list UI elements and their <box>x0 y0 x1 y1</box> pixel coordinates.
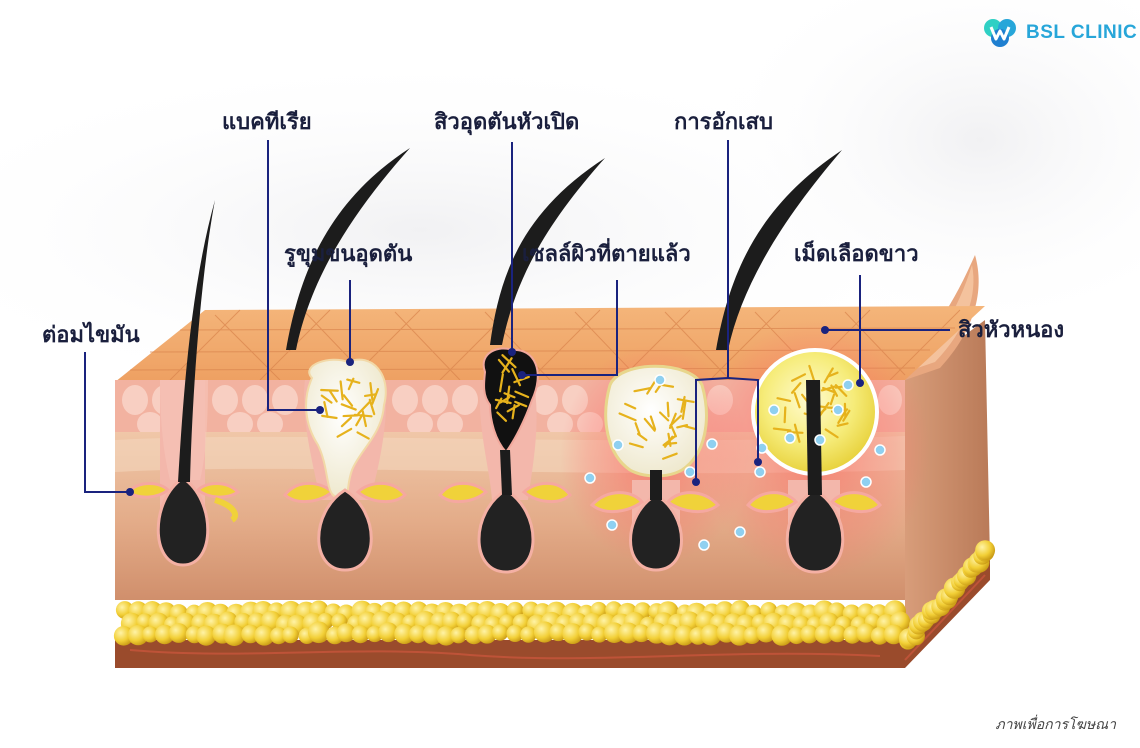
follicle-clogged-pore <box>282 148 410 572</box>
white-blood-cells <box>584 374 886 551</box>
leader-dots <box>126 326 864 496</box>
leader-inflammation-right <box>727 377 759 462</box>
bsl-clinic-logo-icon <box>984 19 1016 47</box>
follicle-normal <box>125 200 241 567</box>
leader-inflammation-left <box>695 140 729 482</box>
leader-bacteria <box>267 140 320 411</box>
hair-strand <box>178 200 215 482</box>
label-clogged-pore: รูขุมขนอุดตัน <box>284 242 413 267</box>
hair-strand <box>286 148 410 350</box>
brand: BSL CLINIC <box>982 18 1137 48</box>
leader-dead-skin-cells <box>522 280 618 376</box>
advertising-caption: ภาพเพื่อการโฆษณา <box>995 717 1116 733</box>
label-pustule: สิวหัวหนอง <box>958 318 1065 343</box>
leader-lines <box>84 140 950 493</box>
label-dead-skin-cells: เซลล์ผิวที่ตายแล้ว <box>522 242 691 267</box>
follicle-inflammation <box>560 345 750 572</box>
fat-layer <box>113 540 996 650</box>
label-sebaceous-gland: ต่อมไขมัน <box>42 323 140 348</box>
hair-strand <box>490 158 605 345</box>
label-bacteria: แบคทีเรีย <box>222 110 312 135</box>
bacteria-cluster <box>320 377 380 440</box>
leader-sebaceous-gland <box>84 352 130 493</box>
label-blackhead: สิวอุดตันหัวเปิด <box>434 110 580 135</box>
bacteria-cluster <box>494 354 530 422</box>
bacteria-cluster <box>618 378 697 460</box>
label-white-blood-cells: เม็ดเลือดขาว <box>794 242 919 267</box>
brand-name: BSL CLINIC <box>1026 22 1138 43</box>
label-inflammation: การอักเสบ <box>674 110 773 135</box>
